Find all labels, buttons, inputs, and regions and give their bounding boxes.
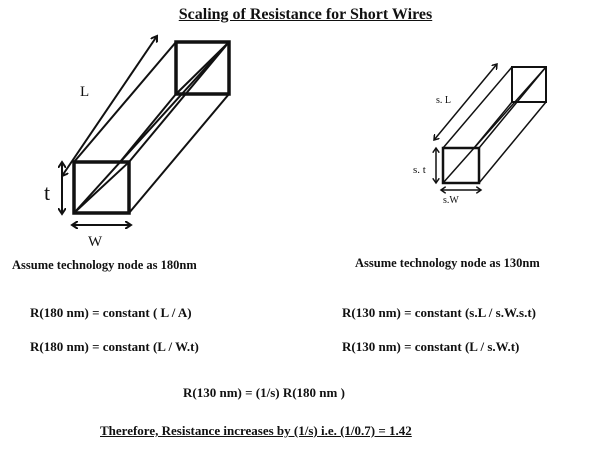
- length-arrow: [62, 36, 157, 176]
- scaled-length-label: s. L: [436, 95, 451, 106]
- width-label: W: [88, 234, 103, 250]
- equation-130nm-simplified: R(130 nm) = constant (L / s.W.t): [342, 339, 520, 354]
- equation-130nm-scaled: R(130 nm) = constant (s.L / s.W.s.t): [342, 305, 536, 320]
- wire-180nm: [72, 40, 231, 215]
- thickness-label: t: [44, 180, 50, 205]
- wire-130nm: [441, 66, 547, 185]
- result-equation: R(130 nm) = (1/s) R(180 nm ): [183, 385, 345, 400]
- scaled-thickness-label: s. t: [413, 164, 426, 176]
- page-title: Scaling of Resistance for Short Wires: [178, 6, 433, 23]
- assumption-180nm: Assume technology node as 180nm: [12, 258, 197, 272]
- equation-180nm-area: R(180 nm) = constant ( L / A): [30, 305, 192, 320]
- length-label: L: [80, 84, 89, 100]
- conclusion: Therefore, Resistance increases by (1/s)…: [100, 423, 412, 438]
- equation-180nm-wt: R(180 nm) = constant (L / W.t): [30, 339, 199, 354]
- scaled-length-arrow: [434, 64, 497, 140]
- scaled-width-label: s.W: [443, 195, 459, 206]
- assumption-130nm: Assume technology node as 130nm: [355, 256, 540, 270]
